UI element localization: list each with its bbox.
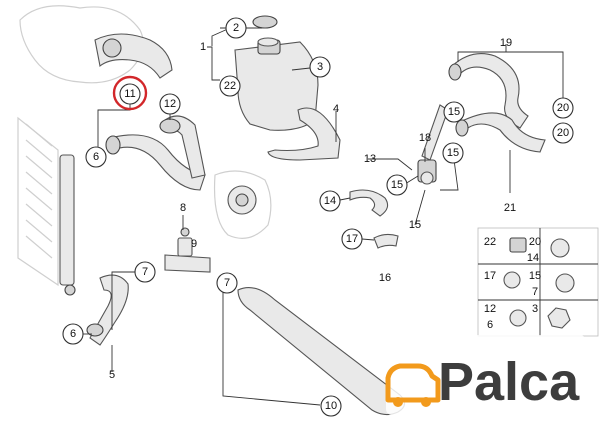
logo-text: Palca [438,352,580,412]
callout-7-a: 7 [142,266,148,278]
water-pump-housing [19,5,173,84]
callout-6-top: 6 [93,151,99,163]
callout-4: 4 [333,103,339,115]
callout-19: 19 [500,37,512,49]
lower-radiator-hose [86,274,129,346]
car-icon [385,363,441,407]
heater-hoses [421,53,546,161]
callout-21: 21 [504,202,516,214]
callout-16: 16 [379,272,391,284]
small-parts-legend [477,227,599,337]
callout-18: 18 [419,132,431,144]
radiator [17,116,76,296]
small-hose-13 [349,189,389,217]
expansion-tank [234,15,341,161]
legend-17: 17 [484,270,496,282]
legend-3: 3 [532,303,538,315]
legend-6: 6 [487,319,493,331]
legend-15: 15 [529,270,541,282]
callout-5: 5 [109,369,115,381]
callout-9: 9 [191,238,197,250]
callout-6-bottom: 6 [70,328,76,340]
callout-14: 14 [324,195,336,207]
callout-7-b: 7 [224,277,230,289]
legend-20: 20 [529,236,541,248]
callout-15-a: 15 [448,106,460,118]
callout-2: 2 [233,22,239,34]
long-hose-10 [237,287,406,416]
palca-logo: Palca [385,335,586,415]
callout-22: 22 [224,80,236,92]
t-piece [164,227,211,273]
callout-1: 1 [200,41,206,53]
callout-15-d: 15 [409,219,421,231]
legend-22: 22 [484,236,496,248]
small-hose-16 [373,233,399,249]
callout-20-a: 20 [557,102,569,114]
coolant-valve [417,159,437,185]
thermostat-housing [213,170,272,239]
callout-15-c: 15 [391,179,403,191]
callout-3: 3 [317,61,323,73]
callout-12: 12 [164,98,176,110]
callout-17: 17 [346,233,358,245]
upper-radiator-hose [105,115,206,191]
callout-10: 10 [325,400,337,412]
callout-11: 11 [124,88,135,100]
callout-8: 8 [180,202,186,214]
legend-labels: 22 20 14 17 15 7 12 3 6 [484,236,541,331]
legend-12: 12 [484,303,496,315]
callout-15-b: 15 [447,147,459,159]
highlight-ring [112,75,148,111]
callouts: 2 1 22 3 11 12 6 4 19 15 20 20 18 15 13 … [62,17,574,417]
callout-13: 13 [364,153,376,165]
callout-20-b: 20 [557,127,569,139]
legend-14: 14 [527,252,539,264]
legend-7: 7 [532,286,538,298]
